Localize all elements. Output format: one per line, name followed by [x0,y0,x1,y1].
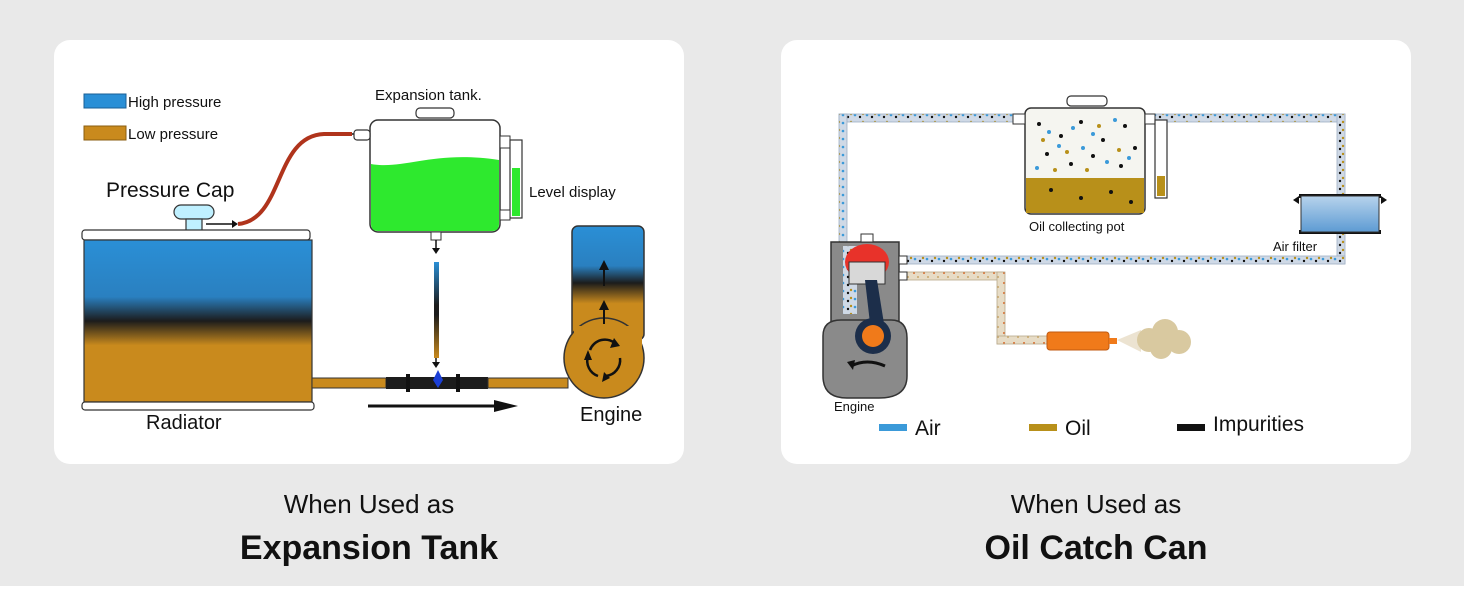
expansion-tank-caption-title: Expansion Tank [239,529,499,567]
legend-oil: Oil [1029,417,1091,440]
oil-catch-can-diagram: Oil collecting pot Air filter [822,95,1387,440]
feed-pipe [434,262,439,358]
air-swatch [879,424,907,431]
engine-label: Engine [580,404,642,426]
coolant-level [371,157,499,231]
exhaust-smoke [1137,319,1191,359]
muffler [1046,331,1110,351]
expansion-tank-caption: When Used as Expansion Tank [54,486,684,570]
air-legend-label: Air [915,417,941,440]
page-background: High pressure Low pressure Pressure Cap … [0,0,1464,586]
expansion-tank [353,107,523,241]
pressure-cap-label: Pressure Cap [106,179,234,202]
legend-low-pressure: Low pressure [83,125,218,143]
low-pressure-label: Low pressure [128,126,218,143]
impurities-swatch [1177,424,1205,431]
high-pressure-label: High pressure [128,94,221,111]
legend-air: Air [879,417,941,440]
level-display-label: Level display [529,184,616,201]
legend-impurities: Impurities [1177,413,1304,436]
expansion-tank-caption-sub: When Used as [283,489,455,519]
oil-catch-can-caption-title: Oil Catch Can [984,529,1208,567]
high-pressure-swatch [83,93,127,109]
air-filter-label: Air filter [1273,239,1318,254]
impurities-legend-label: Impurities [1213,413,1304,436]
pressure-cap [173,204,238,232]
exhaust-line [900,271,1048,345]
engine [563,225,645,399]
return-pipe [311,370,569,392]
radiator-label: Radiator [146,412,222,434]
oil-swatch [1029,424,1057,431]
legend-high-pressure: High pressure [83,93,221,111]
expansion-tank-label: Expansion tank. [375,87,482,104]
engine-label: Engine [834,399,874,414]
oil-legend-label: Oil [1065,417,1091,440]
oil-collecting-pot-label: Oil collecting pot [1029,219,1125,234]
oil-catch-can-caption: When Used as Oil Catch Can [781,486,1411,570]
overflow-hose [237,132,352,226]
oil-catch-can-caption-sub: When Used as [1010,489,1182,519]
engine [822,233,908,399]
air-filter [1293,194,1387,234]
low-pressure-swatch [83,125,127,141]
junction-valve [433,370,443,388]
radiator [81,229,315,411]
oil-collecting-pot [1012,95,1168,215]
expansion-tank-diagram: High pressure Low pressure Pressure Cap … [81,87,645,434]
expansion-tank-diagram-card: High pressure Low pressure Pressure Cap … [54,40,684,464]
oil-catch-can-diagram-card: Oil collecting pot Air filter [781,40,1411,464]
